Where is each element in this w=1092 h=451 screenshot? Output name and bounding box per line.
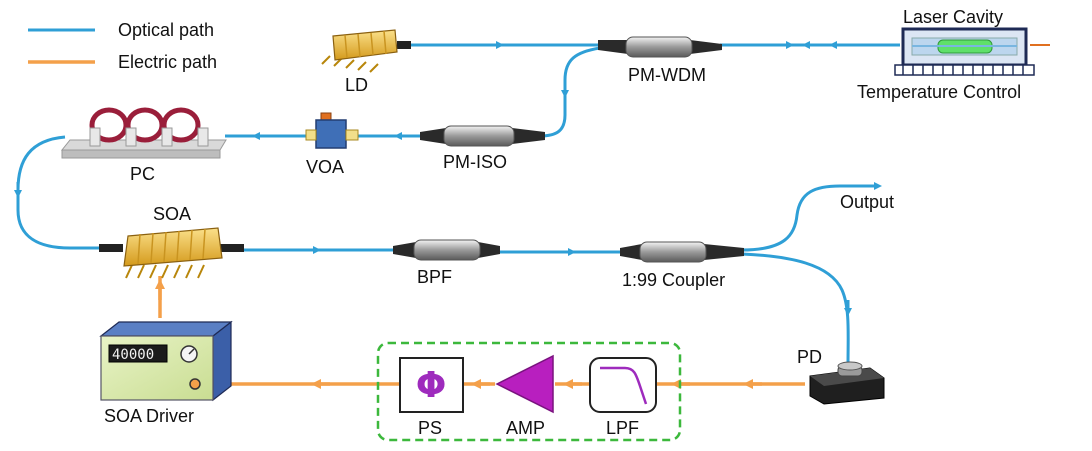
- fiber-coupler-output: [741, 184, 878, 252]
- lpf-label: LPF: [606, 418, 639, 438]
- soa-pins: [125, 264, 205, 279]
- soa-body: [123, 227, 223, 267]
- laser-cavity-label: Laser Cavity: [903, 7, 1003, 27]
- pm-wdm-body: [625, 36, 693, 58]
- amp-component: AMP: [495, 354, 554, 438]
- lpf-response-curve: [600, 366, 648, 405]
- temperature-control-label: Temperature Control: [857, 82, 1021, 102]
- ld-label: LD: [345, 75, 368, 95]
- soa-label: SOA: [153, 204, 191, 224]
- coupler-label: 1:99 Coupler: [622, 270, 725, 290]
- pm-wdm-label: PM-WDM: [628, 65, 706, 85]
- bpf-body: [413, 239, 481, 261]
- pm-iso-body: [443, 125, 515, 147]
- ps-label: PS: [418, 418, 442, 438]
- legend-optical-label: Optical path: [118, 20, 214, 40]
- ps-box: [399, 357, 464, 413]
- amp-label: AMP: [506, 418, 545, 438]
- ld-pins: [321, 55, 379, 73]
- soa-driver-display-value: 40000: [112, 347, 154, 363]
- pm-iso-label: PM-ISO: [443, 152, 507, 172]
- pd-label: PD: [797, 347, 822, 367]
- bpf-component: BPF: [393, 239, 500, 287]
- ld-body: [332, 29, 398, 61]
- optical-paths: [14, 41, 1050, 366]
- soa-driver-input-jack: [189, 378, 201, 390]
- amp-triangle: [495, 354, 554, 414]
- phase-shift-symbol: Φ: [416, 365, 447, 406]
- lpf-component: LPF: [589, 357, 657, 438]
- pc-component: PC: [60, 107, 227, 184]
- output-label: Output: [840, 192, 894, 212]
- pc-label: PC: [130, 164, 155, 184]
- coupler-body: [639, 241, 707, 263]
- fiber-pc-soa: [16, 135, 120, 250]
- soa-driver-label: SOA Driver: [104, 406, 194, 426]
- voa-component: VOA: [305, 112, 359, 177]
- soa-driver-display: [108, 344, 168, 363]
- legend: Optical path Electric path: [28, 20, 217, 72]
- pc-base: [61, 149, 221, 159]
- soa-driver-component: 40000 SOA Driver: [99, 320, 233, 426]
- pm-wdm-component: PM-WDM: [598, 36, 722, 85]
- pd-component: PD: [797, 347, 885, 405]
- legend-electric-label: Electric path: [118, 52, 217, 72]
- laser-cavity-component: Laser Cavity Temperature Control: [857, 7, 1035, 102]
- soa-component: SOA: [99, 204, 244, 279]
- fiber-wdm-iso: [539, 46, 601, 138]
- temperature-stage: [894, 64, 1035, 76]
- voa-label: VOA: [306, 157, 344, 177]
- ld-component: LD: [321, 29, 411, 95]
- bpf-label: BPF: [417, 267, 452, 287]
- coupler-component: 1:99 Coupler: [620, 241, 744, 290]
- lpf-box: [589, 357, 657, 413]
- pm-iso-component: PM-ISO: [420, 125, 545, 172]
- fiber-coupler-pd: [741, 252, 850, 366]
- pc-paddle-3: [161, 107, 201, 143]
- ps-component: Φ PS: [399, 357, 464, 438]
- electric-paths: [155, 276, 805, 389]
- voa-body: [315, 119, 347, 149]
- temperature-stage-ticks: [902, 65, 1024, 75]
